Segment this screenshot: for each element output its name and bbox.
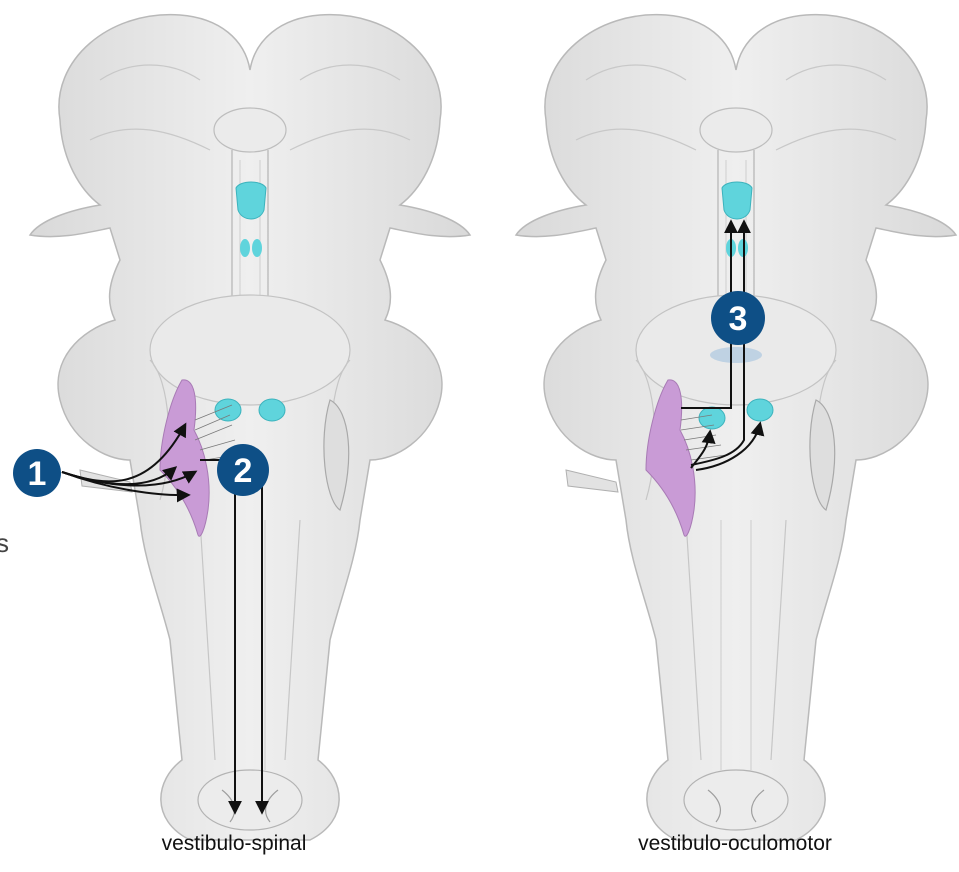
caption-vestibulo-spinal: vestibulo-spinal (84, 832, 384, 856)
step-badge-3: 3 (711, 291, 765, 345)
step-badge-2: 2 (217, 444, 269, 496)
brainstem-illustration (516, 15, 956, 840)
svg-text:3: 3 (729, 300, 748, 338)
clipped-text-fragment: s (0, 528, 9, 559)
svg-text:1: 1 (28, 455, 47, 493)
panel-vestibulo-spinal: 1 2 (13, 15, 470, 840)
caption-vestibulo-oculomotor: vestibulo-oculomotor (585, 832, 885, 856)
abducens-nucleus-right (747, 399, 773, 421)
abducens-nucleus-right (259, 399, 285, 421)
panel-vestibulo-oculomotor: 3 (516, 15, 956, 840)
svg-text:2: 2 (234, 452, 253, 490)
step-badge-1: 1 (13, 449, 61, 497)
brainstem-illustration (30, 15, 470, 840)
